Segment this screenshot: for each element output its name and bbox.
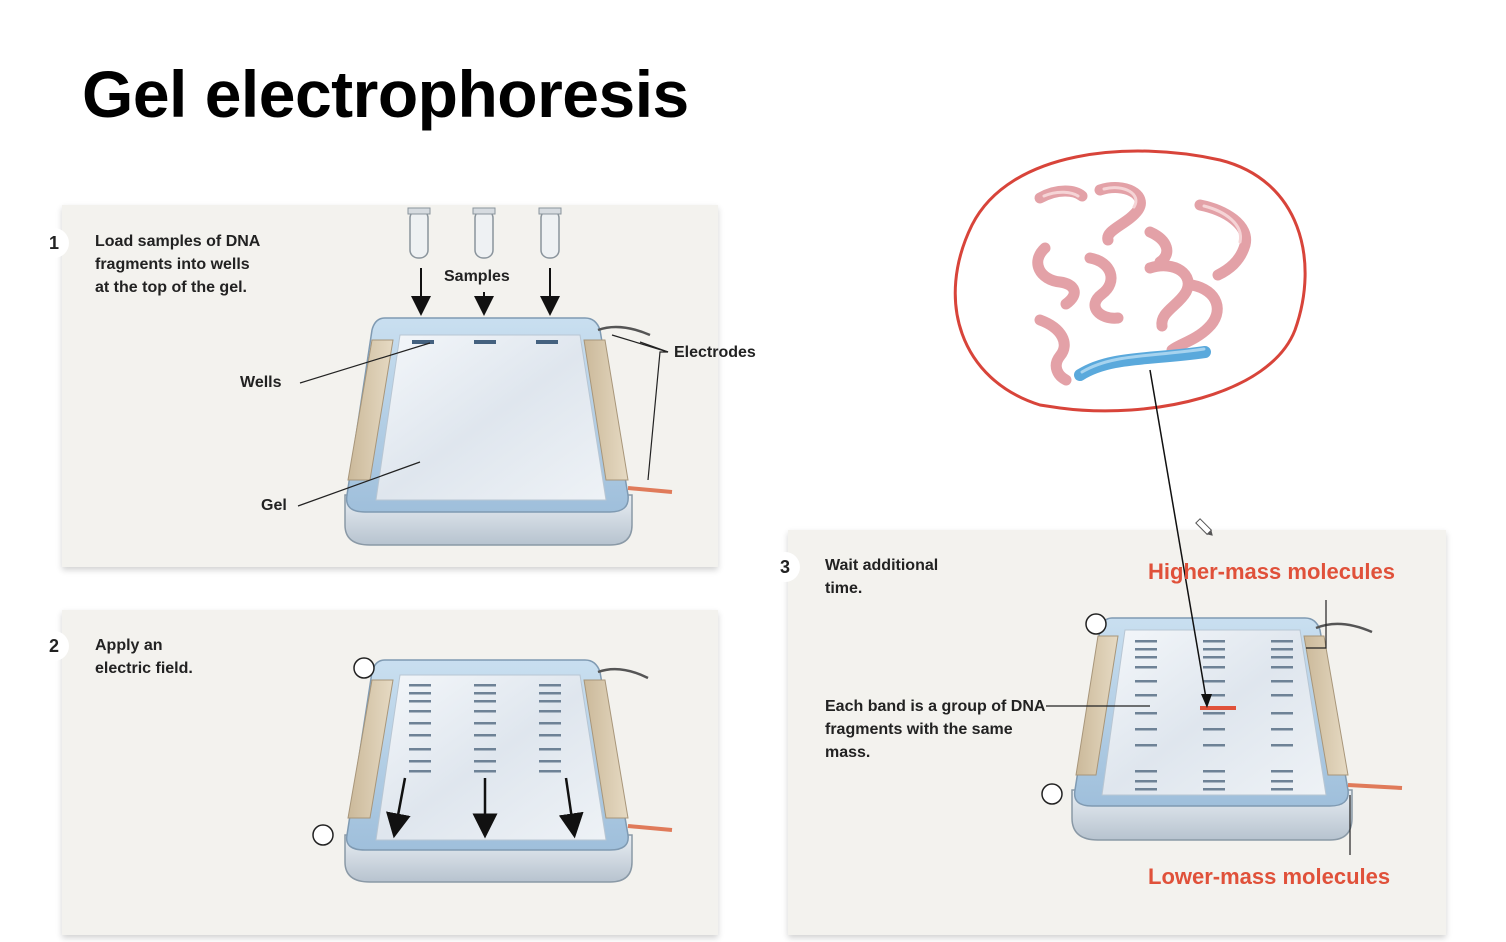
gel-band: [1203, 770, 1225, 773]
gel-band: [539, 700, 561, 703]
electrodes-label: Electrodes: [674, 344, 756, 361]
gel-bands: [409, 684, 561, 773]
gel-band: [1135, 656, 1157, 659]
gel-label: Gel: [261, 497, 287, 514]
gel-band: [1203, 648, 1225, 651]
page-title: Gel electrophoresis: [82, 57, 689, 131]
gel-band: [539, 760, 561, 763]
gel-band: [1203, 694, 1225, 697]
positive-electrode-symbol: [1041, 783, 1063, 805]
sample-tube: [472, 207, 496, 259]
selected-dna-fragment: [1074, 346, 1211, 381]
gel-band: [539, 684, 561, 687]
gel-band: [1135, 680, 1157, 683]
pencil-cursor-icon: [1195, 518, 1213, 536]
dna-zoom-circle: [953, 149, 1307, 708]
gel-band: [1135, 744, 1157, 747]
gel-band: [1135, 780, 1157, 783]
apparatus-1: [297, 207, 673, 546]
gel-band: [409, 748, 431, 751]
gel-band: [409, 734, 431, 737]
gel-band: [1203, 744, 1225, 747]
gel-band: [1271, 728, 1293, 731]
gel-band: [1135, 728, 1157, 731]
gel-band: [1203, 788, 1225, 791]
gel-band: [539, 748, 561, 751]
positive-electrode-symbol: [312, 824, 334, 846]
negative-electrode-symbol: [1085, 613, 1107, 635]
gel-band: [1271, 770, 1293, 773]
samples-label: Samples: [444, 268, 510, 285]
gel-band: [409, 684, 431, 687]
step-2-number: 2: [39, 631, 69, 661]
step-3-text: Wait additional time.: [825, 557, 939, 597]
well: [412, 340, 434, 344]
gel-band: [1203, 656, 1225, 659]
wells-label: Wells: [240, 374, 282, 391]
gel-band: [474, 770, 496, 773]
gel-band: [409, 760, 431, 763]
sample-tube: [407, 207, 431, 259]
gel-band: [474, 722, 496, 725]
gel-band: [539, 710, 561, 713]
gel-band: [409, 770, 431, 773]
step-1-text: Load samples of DNA fragments into wells…: [95, 233, 260, 296]
gel-band: [409, 710, 431, 713]
gel-band: [474, 710, 496, 713]
sample-tube: [538, 207, 562, 259]
gel-band: [1203, 728, 1225, 731]
gel-band: [1203, 680, 1225, 683]
gel-band: [409, 692, 431, 695]
gel-band: [1203, 640, 1225, 643]
well: [474, 340, 496, 344]
step-1-number: 1: [39, 228, 69, 258]
gel-band: [1203, 666, 1225, 669]
gel-band: [409, 722, 431, 725]
gel-band: [1135, 648, 1157, 651]
gel-band: [409, 700, 431, 703]
gel-band: [474, 748, 496, 751]
gel-band: [1271, 666, 1293, 669]
highlighted-band: [1200, 706, 1236, 710]
gel-band: [474, 700, 496, 703]
gel-band: [1135, 666, 1157, 669]
gel-band: [1271, 640, 1293, 643]
gel-band: [539, 722, 561, 725]
gel-band: [1135, 694, 1157, 697]
gel-band: [1271, 680, 1293, 683]
gel-band: [474, 684, 496, 687]
gel-band: [539, 734, 561, 737]
gel-band: [1135, 770, 1157, 773]
gel-band: [1135, 712, 1157, 715]
apparatus-2: [312, 657, 673, 883]
gel-band: [1271, 780, 1293, 783]
gel-band: [1271, 788, 1293, 791]
lower-mass-label: Lower-mass molecules: [1148, 864, 1391, 889]
higher-mass-label: Higher-mass molecules: [1148, 559, 1395, 584]
gel-bands: [1135, 640, 1293, 791]
gel-band: [1203, 780, 1225, 783]
gel-band: [1271, 712, 1293, 715]
gel-band: [1271, 694, 1293, 697]
step-2-text: Apply an electric field.: [95, 637, 193, 677]
well: [536, 340, 558, 344]
negative-electrode-symbol: [353, 657, 375, 679]
gel-band: [1135, 640, 1157, 643]
band-note: Each band is a group of DNA fragments wi…: [825, 698, 1045, 761]
gel-band: [539, 692, 561, 695]
apparatus-3: [1041, 600, 1403, 855]
gel-band: [474, 734, 496, 737]
gel-band: [474, 692, 496, 695]
gel-band: [474, 760, 496, 763]
gel-band: [1203, 712, 1225, 715]
gel-band: [1271, 656, 1293, 659]
gel-band: [1271, 648, 1293, 651]
gel-band: [1271, 744, 1293, 747]
step-3-number: 3: [770, 552, 800, 582]
gel-band: [539, 770, 561, 773]
gel-band: [1135, 788, 1157, 791]
